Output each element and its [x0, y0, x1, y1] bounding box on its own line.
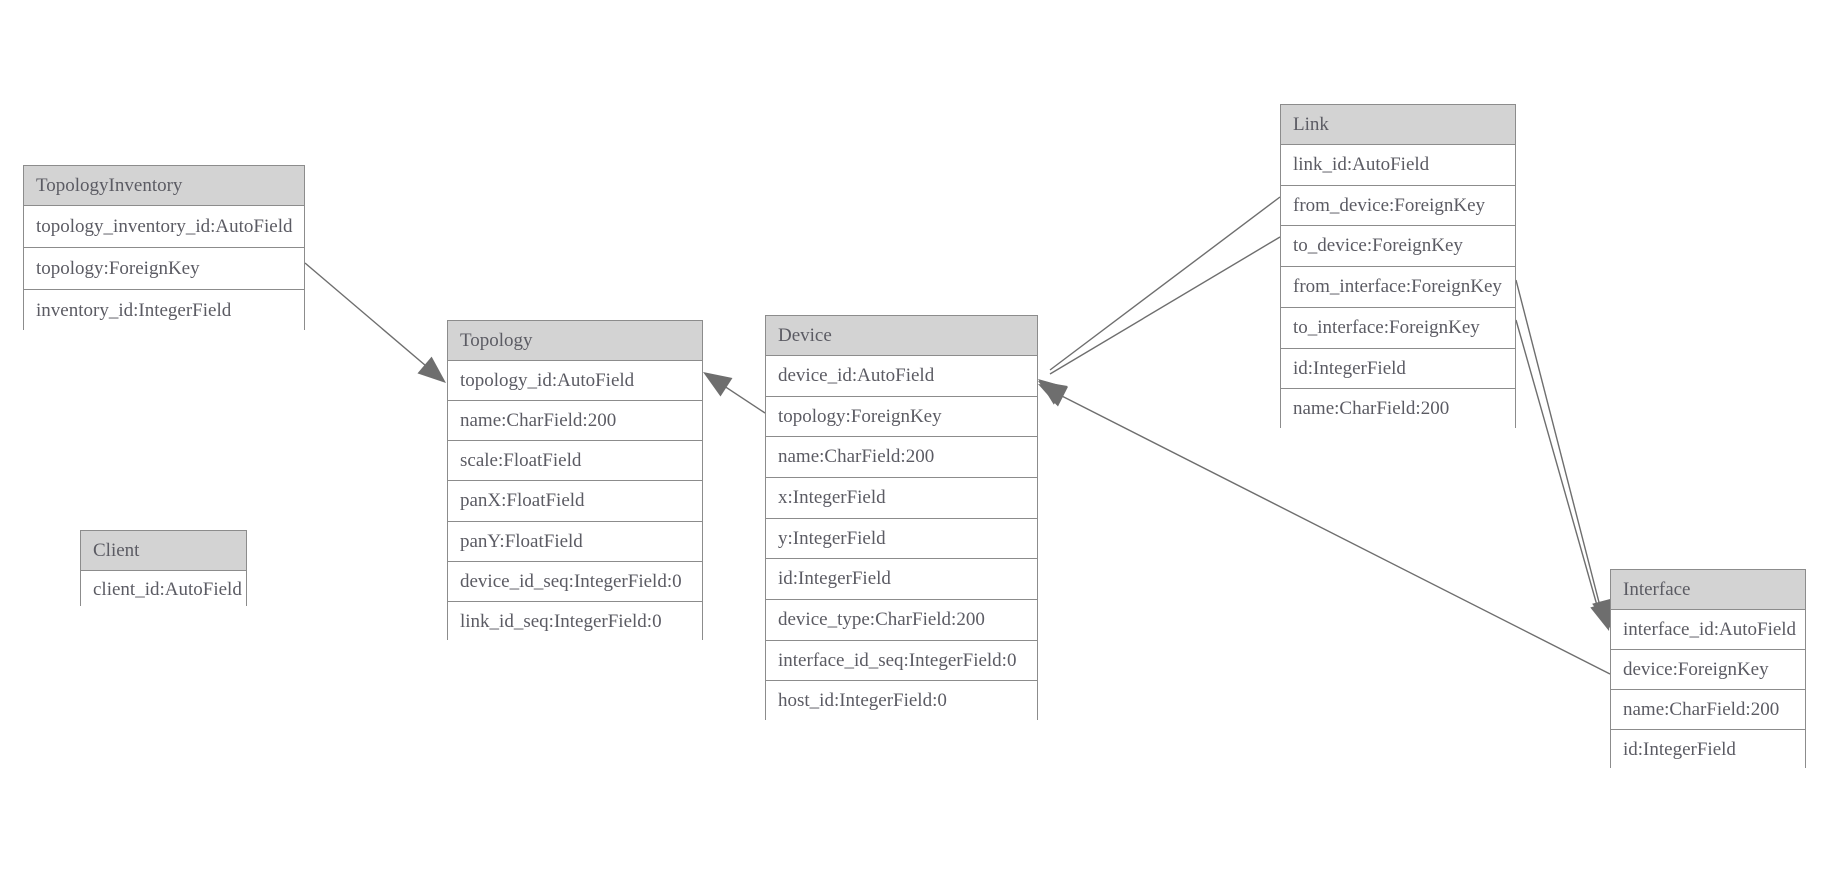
entity-field: topology:ForeignKey — [766, 396, 1037, 438]
entity-field: x:IntegerField — [766, 477, 1037, 519]
entity-field: topology_id:AutoField — [448, 361, 702, 402]
relation-line — [711, 377, 766, 414]
entity-field: inventory_id:IntegerField — [24, 290, 304, 332]
relation-device-topology — [703, 372, 766, 414]
entity-field: device_id_seq:IntegerField:0 — [448, 561, 702, 602]
relation-line — [1049, 236, 1281, 375]
entity-field: name:CharField:200 — [1611, 690, 1805, 730]
entity-field: interface_id_seq:IntegerField:0 — [766, 640, 1037, 682]
entity-field: to_interface:ForeignKey — [1281, 307, 1515, 349]
entity-field: id:IntegerField — [1611, 730, 1805, 770]
entity-field: host_id:IntegerField:0 — [766, 681, 1037, 722]
entity-field: id:IntegerField — [766, 559, 1037, 600]
entity-field: interface_id:AutoField — [1611, 610, 1805, 650]
entity-field: link_id:AutoField — [1281, 145, 1515, 186]
entity-field: topology:ForeignKey — [24, 248, 304, 290]
entity-field: to_device:ForeignKey — [1281, 226, 1515, 268]
entity-field: panY:FloatField — [448, 521, 702, 562]
entity-title-client: Client — [81, 531, 246, 571]
entity-field: from_device:ForeignKey — [1281, 185, 1515, 227]
entity-field: name:CharField:200 — [1281, 389, 1515, 430]
entity-field: panX:FloatField — [448, 481, 702, 522]
entity-field: from_interface:ForeignKey — [1281, 267, 1515, 308]
relation-line — [304, 262, 440, 378]
entity-field: y:IntegerField — [766, 518, 1037, 560]
entity-field: id:IntegerField — [1281, 348, 1515, 390]
entity-field: device:ForeignKey — [1611, 650, 1805, 690]
entity-title-topology: Topology — [448, 321, 702, 361]
entity-field: link_id_seq:IntegerField:0 — [448, 601, 702, 642]
entity-field: name:CharField:200 — [448, 401, 702, 442]
entity-field: scale:FloatField — [448, 441, 702, 482]
relation-link-to-device — [1038, 236, 1281, 405]
relation-link-from-device — [1038, 196, 1281, 405]
relation-line — [1515, 279, 1603, 615]
relation-line — [1049, 389, 1611, 675]
entity-field: topology_inventory_id:AutoField — [24, 206, 304, 248]
entity-field: client_id:AutoField — [81, 571, 246, 608]
entity-field: name:CharField:200 — [766, 437, 1037, 478]
relation-link-from-interface — [1515, 279, 1614, 628]
relation-arrowhead — [1038, 384, 1068, 407]
relation-topologyinventory-topology — [304, 262, 446, 383]
entity-title-link: Link — [1281, 105, 1515, 145]
entity-field: device_id:AutoField — [766, 356, 1037, 397]
entity-title-interface: Interface — [1611, 570, 1805, 610]
relation-link-to-interface — [1515, 319, 1612, 631]
relation-line — [1049, 196, 1281, 371]
relation-line — [1515, 319, 1601, 617]
entity-title-topology_inventory: TopologyInventory — [24, 166, 304, 206]
entity-field: device_type:CharField:200 — [766, 599, 1037, 641]
entity-title-device: Device — [766, 316, 1037, 356]
